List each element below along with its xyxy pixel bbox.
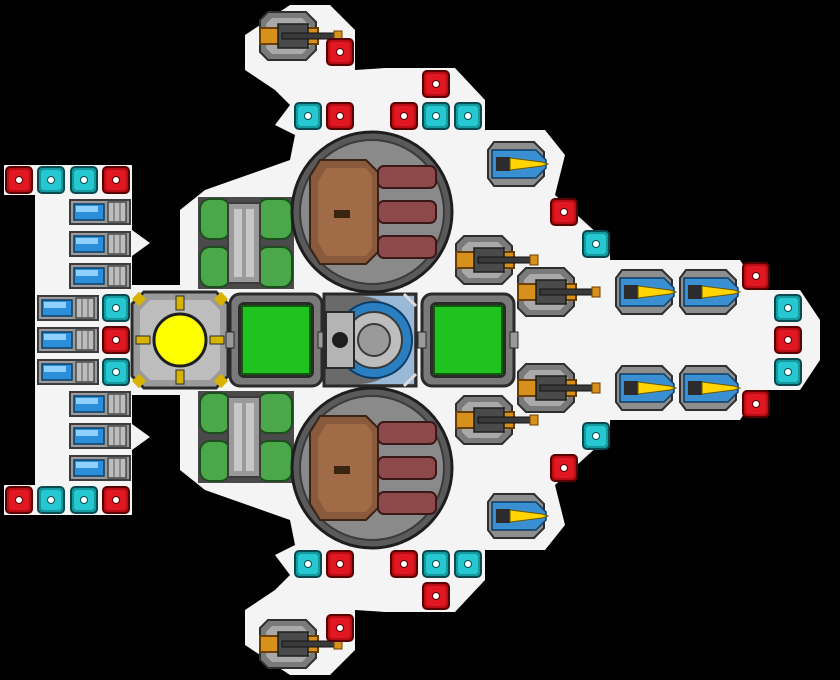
storage-pod-lower xyxy=(290,386,454,550)
laser-front-1 xyxy=(615,269,677,315)
reactor-icon xyxy=(130,290,230,390)
laser-front-3 xyxy=(615,365,677,411)
fuel-tank-upper xyxy=(197,196,295,290)
laser-lower-wing xyxy=(487,493,549,539)
laser-front-4 xyxy=(679,365,741,411)
power-generator-right xyxy=(416,292,520,388)
laser-front-2 xyxy=(679,269,741,315)
command-icon xyxy=(322,292,418,388)
laser-upper-wing xyxy=(487,141,549,187)
thruster-side-armor xyxy=(102,294,130,386)
storage-pod-upper xyxy=(290,130,454,294)
fuel-tank-lower xyxy=(197,390,295,484)
power-generator-left xyxy=(224,292,328,388)
